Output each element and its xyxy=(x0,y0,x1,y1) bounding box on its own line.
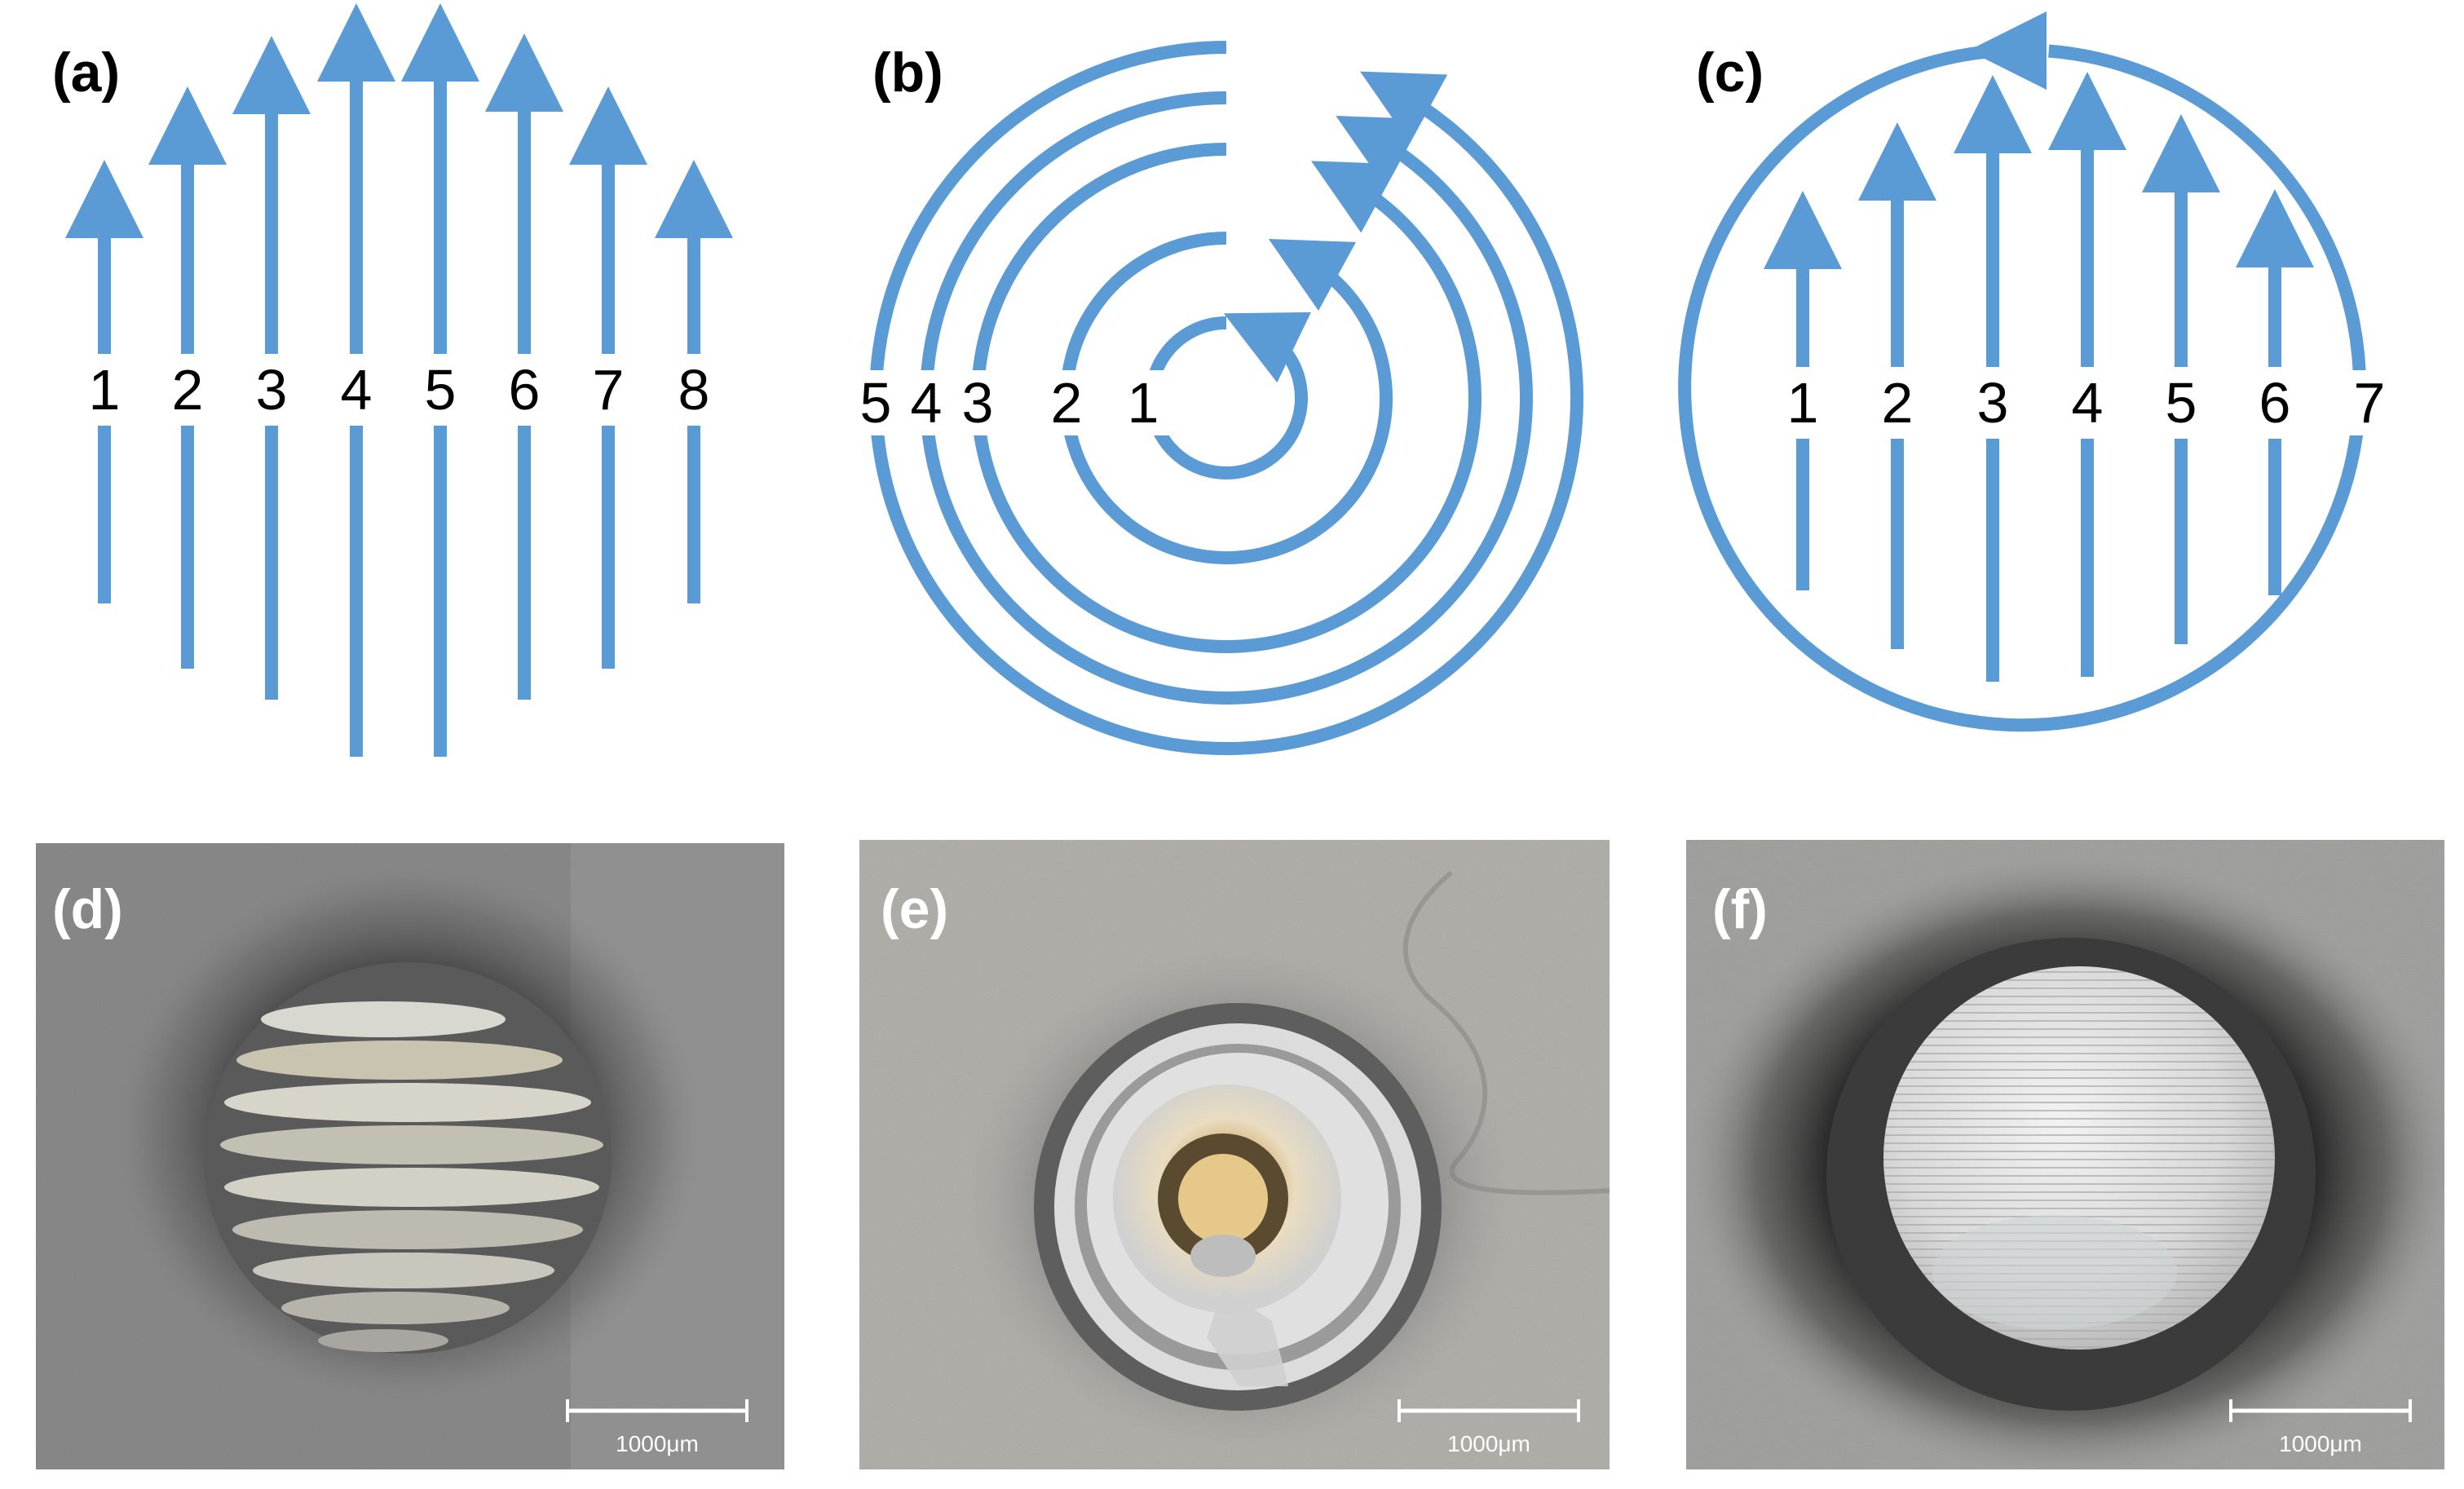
panel-label-b: (b) xyxy=(872,42,943,104)
spiral-path-b-3 xyxy=(971,143,1481,653)
panel-label-c: (c) xyxy=(1696,42,1764,104)
path-number-a-1: 1 xyxy=(89,358,121,422)
path-number-b-3: 3 xyxy=(962,371,994,435)
label-gap-b-2 xyxy=(1045,370,1088,435)
weld-tracks-d xyxy=(220,1001,603,1352)
label-gap-b-1 xyxy=(1130,370,1172,435)
path-number-c-6: 6 xyxy=(2259,371,2291,435)
scale-label-d: 1000μm xyxy=(616,1431,699,1456)
label-gap-b-4 xyxy=(905,370,947,435)
path-number-c-2: 2 xyxy=(1882,371,1914,435)
photo-f: (f) 1000μm xyxy=(1686,840,2444,1469)
path-number-b-4: 4 xyxy=(911,371,943,435)
panel-label-f: (f) xyxy=(1712,878,1768,940)
scale-label-e: 1000μm xyxy=(1447,1431,1530,1456)
path-number-c-4: 4 xyxy=(2072,371,2104,435)
spiral-path-b-5 xyxy=(869,41,1583,755)
label-gap-b-3 xyxy=(956,370,999,435)
path-number-c-5: 5 xyxy=(2166,371,2197,435)
photo-d: (d) 1000μm xyxy=(36,843,784,1469)
path-number-b-2: 2 xyxy=(1051,371,1083,435)
panel-label-a: (a) xyxy=(52,42,120,104)
panel-label-d: (d) xyxy=(52,878,123,940)
path-number-c-7: 7 xyxy=(2354,371,2386,435)
path-number-a-2: 2 xyxy=(172,358,204,422)
scale-label-f: 1000μm xyxy=(2279,1431,2362,1456)
spiral-path-b-4 xyxy=(920,91,1533,705)
spiral-path-b-2 xyxy=(1060,232,1393,564)
path-number-a-6: 6 xyxy=(509,358,541,422)
path-number-a-4: 4 xyxy=(341,358,373,422)
path-number-a-7: 7 xyxy=(593,358,625,422)
contour-path-c xyxy=(1678,44,2367,732)
path-number-a-5: 5 xyxy=(425,358,457,422)
path-number-c-1: 1 xyxy=(1787,371,1819,435)
path-number-a-3: 3 xyxy=(256,358,288,422)
spiral-path-b-1 xyxy=(1145,312,1312,479)
label-gap-b-5 xyxy=(854,370,897,435)
panel-label-e: (e) xyxy=(881,878,948,940)
label-gap-c-7 xyxy=(2347,370,2392,435)
path-number-b-1: 1 xyxy=(1128,371,1159,435)
path-number-b-5: 5 xyxy=(860,371,892,435)
path-number-a-8: 8 xyxy=(678,358,710,422)
photo-e: (e) 1000μm xyxy=(859,840,1610,1469)
path-number-c-3: 3 xyxy=(1977,371,2009,435)
